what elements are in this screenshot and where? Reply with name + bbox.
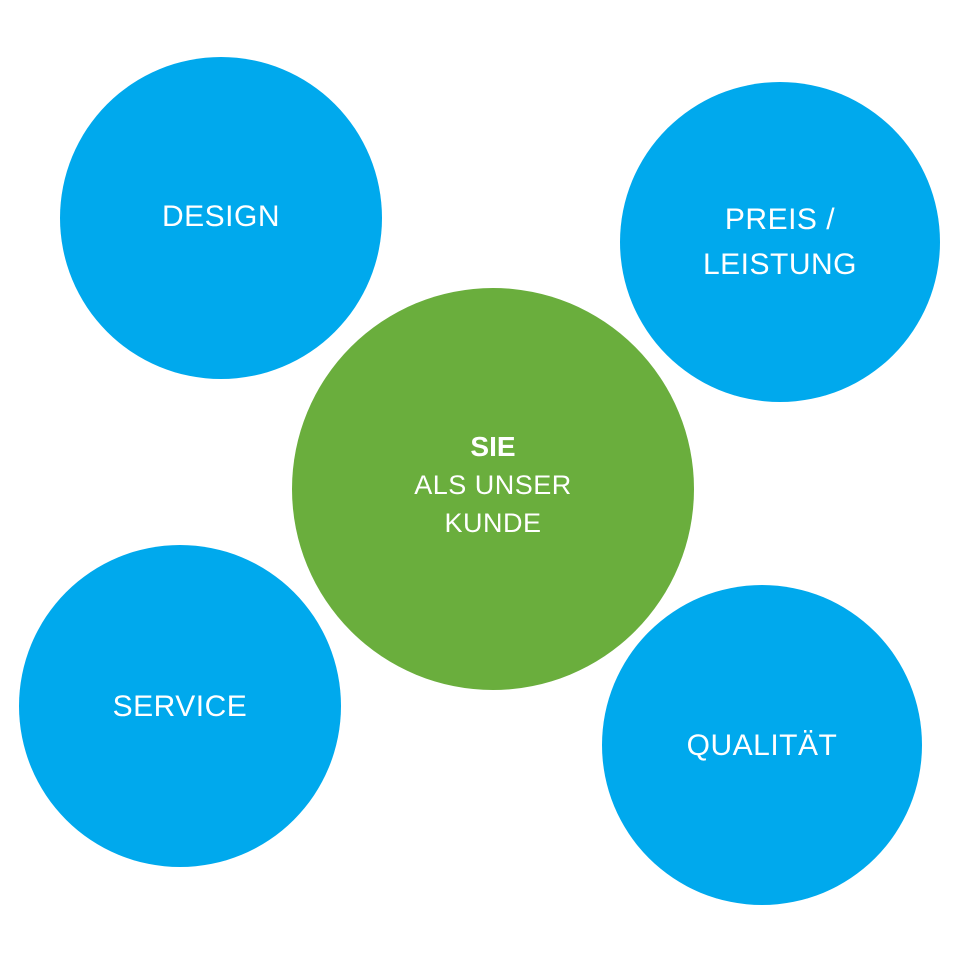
center-circle: SIE ALS UNSER KUNDE: [292, 288, 694, 690]
service-circle: SERVICE: [19, 545, 341, 867]
center-subtitle: ALS UNSER KUNDE: [414, 470, 572, 538]
design-circle: DESIGN: [60, 57, 382, 379]
preis-leistung-circle: PREIS / LEISTUNG: [620, 82, 940, 402]
qualitaet-label: QUALITÄT: [686, 728, 838, 762]
service-label: SERVICE: [112, 689, 248, 723]
preis-leistung-label: PREIS / LEISTUNG: [702, 203, 858, 281]
design-label: DESIGN: [161, 200, 281, 233]
qualitaet-circle: QUALITÄT: [602, 585, 922, 905]
center-title: SIE: [470, 431, 516, 462]
